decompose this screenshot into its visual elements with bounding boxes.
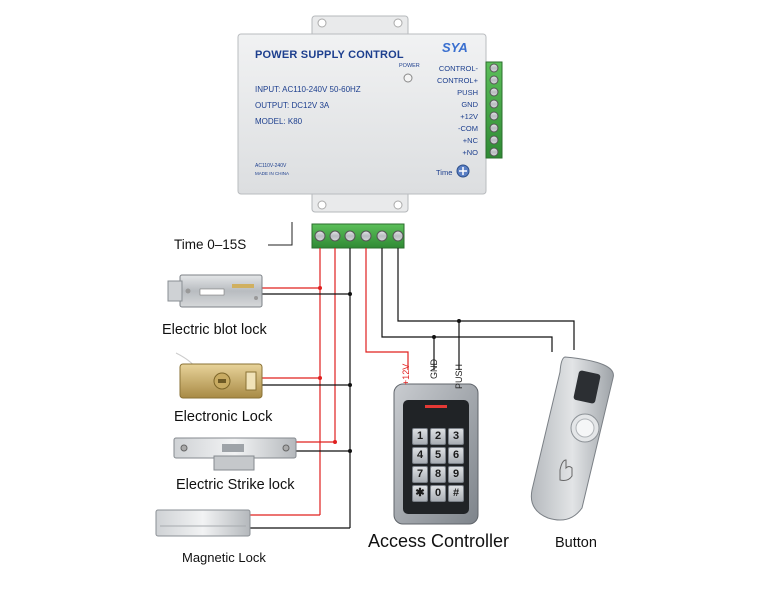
wire-label-gnd: GND xyxy=(429,359,439,379)
power-supply-unit xyxy=(237,15,503,213)
psu-model: MODEL: K80 xyxy=(255,117,303,126)
black-wires xyxy=(250,248,575,529)
keypad-key-5: 5 xyxy=(430,447,446,464)
terminal-label-control-minus: CONTROL- xyxy=(438,64,478,73)
terminal-label-push: PUSH xyxy=(457,88,478,97)
label-electronic-lock: Electronic Lock xyxy=(174,409,273,425)
label-electric-bolt-lock: Electric blot lock xyxy=(162,322,267,338)
terminal-label-12v: +12V xyxy=(460,112,478,121)
psu-origin: MADE IN CHINA xyxy=(255,171,290,176)
power-indicator-label: POWER xyxy=(399,63,420,69)
wire-label-12v: +12V xyxy=(401,363,411,385)
keypad-key-0: 0 xyxy=(430,485,446,502)
terminal-label-gnd: GND xyxy=(461,100,478,109)
label-button: Button xyxy=(555,535,597,551)
psu-input-spec: INPUT: AC110-240V 50-60HZ xyxy=(255,85,361,94)
wire-junctions xyxy=(318,286,461,453)
keypad-key-star: ✱ xyxy=(412,485,428,502)
terminal-label-control-plus: CONTROL+ xyxy=(436,76,478,85)
terminal-label-nc: +NC xyxy=(462,136,478,145)
psu-side-terminal-screws xyxy=(489,63,499,157)
keypad-key-9: 9 xyxy=(448,466,464,483)
time-range-caption: Time 0–15S xyxy=(174,237,247,252)
electric-strike-lock-image xyxy=(173,437,297,471)
exit-button-image xyxy=(530,356,614,521)
label-access-controller: Access Controller xyxy=(368,531,510,551)
brand-logo: SYA xyxy=(442,40,468,55)
electric-bolt-lock-image xyxy=(167,274,263,308)
electronic-lock-image xyxy=(175,352,263,399)
terminal-label-com: -COM xyxy=(458,124,478,133)
keypad-key-3: 3 xyxy=(448,428,464,445)
keypad-key-2: 2 xyxy=(430,428,446,445)
psu-output-spec: OUTPUT: DC12V 3A xyxy=(255,101,330,110)
keypad-key-6: 6 xyxy=(448,447,464,464)
psu-ac-rating: AC110V-240V xyxy=(255,163,287,169)
psu-title: POWER SUPPLY CONTROL xyxy=(255,49,404,61)
time-adjust-label: Time xyxy=(436,168,453,177)
red-wires xyxy=(250,248,409,516)
terminal-block xyxy=(311,223,405,249)
keypad-key-4: 4 xyxy=(412,447,428,464)
keypad-key-8: 8 xyxy=(430,466,446,483)
magnetic-lock-image xyxy=(155,509,251,537)
label-electric-strike-lock: Electric Strike lock xyxy=(176,477,295,493)
terminal-label-no: +NO xyxy=(462,148,478,157)
keypad-key-1: 1 xyxy=(412,428,428,445)
wire-label-push: PUSH xyxy=(454,363,464,389)
keypad-key-hash: # xyxy=(448,485,464,502)
label-magnetic-lock: Magnetic Lock xyxy=(182,550,266,565)
keypad-key-7: 7 xyxy=(412,466,428,483)
